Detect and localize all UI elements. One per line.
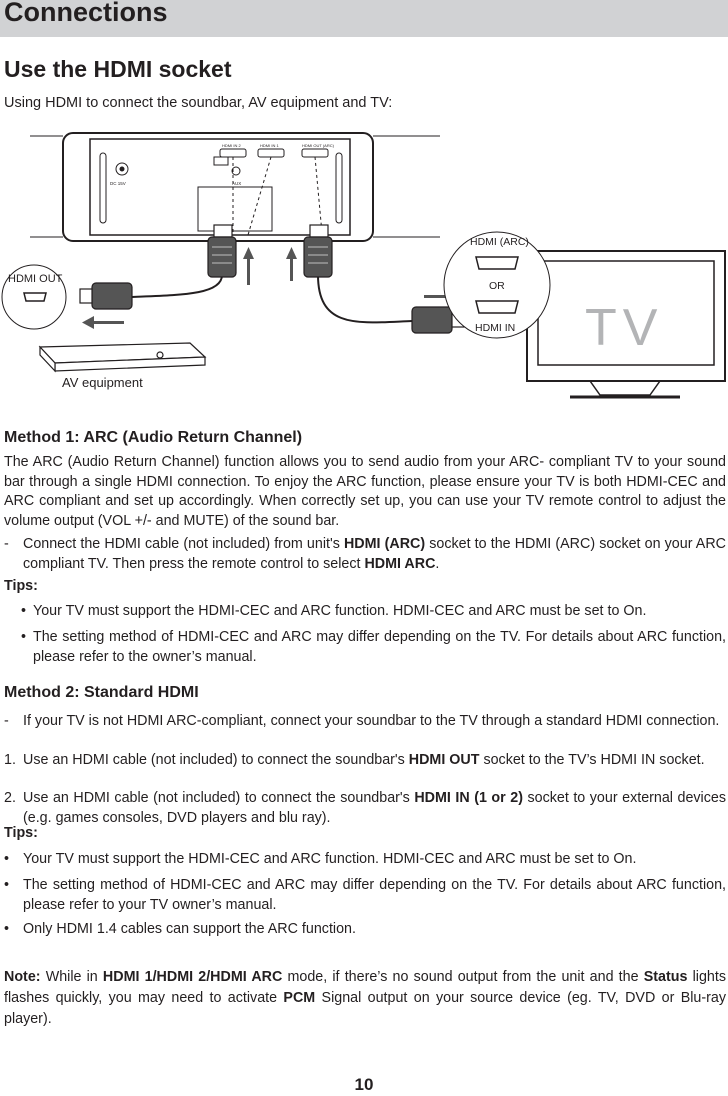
- method2-tips-label: Tips:: [4, 825, 38, 841]
- tv-label: TV: [585, 299, 663, 357]
- method1-title: Method 1: ARC (Audio Return Channel): [4, 429, 303, 446]
- av-equipment-label: AV equipment: [62, 375, 143, 390]
- page-title: Connections: [4, 0, 168, 27]
- method1-step: - Connect the HDMI cable (not included) …: [4, 536, 726, 572]
- method1-tips-label: Tips:: [4, 578, 38, 594]
- dash-marker: -: [4, 536, 9, 552]
- method2-intro: - If your TV is not HDMI ARC-compliant, …: [4, 713, 720, 729]
- method1-tip: • Your TV must support the HDMI-CEC and …: [21, 603, 647, 619]
- section-title: Use the HDMI socket: [4, 56, 232, 82]
- hdmi-out-callout: [1, 264, 67, 330]
- header-bar: Connections: [0, 0, 728, 37]
- method2-step-1: 1. Use an HDMI cable (not included) to c…: [4, 752, 705, 768]
- soundbar-rear-panel: [30, 132, 440, 242]
- method1-tip: • The setting method of HDMI-CEC and ARC…: [21, 629, 726, 665]
- note-label: Note:: [4, 969, 41, 985]
- page-number: 10: [354, 1075, 374, 1094]
- hdmi-arc-callout: [443, 231, 551, 339]
- arrow-left-icon: [82, 316, 124, 329]
- method2-tip: • Your TV must support the HDMI-CEC and …: [4, 851, 637, 867]
- hdmi-cable-tv: [317, 274, 413, 324]
- method2-tip: • The setting method of HDMI-CEC and ARC…: [4, 877, 726, 913]
- hdmi-out-label: HDMI OUT: [8, 273, 63, 285]
- note-paragraph: Note: While in HDMI 1/HDMI 2/HDMI ARC mo…: [4, 969, 726, 1027]
- connection-diagram: DC 15V AUX HDMI IN 2 HDMI IN 1 HDMI OUT …: [1, 132, 726, 399]
- hdmi-arc-bold: HDMI (ARC): [343, 536, 426, 552]
- hdmi-arc-label: HDMI (ARC): [470, 236, 529, 248]
- or-label: OR: [489, 280, 505, 292]
- aux-label: AUX: [232, 181, 241, 186]
- hdmi-plug-av: [79, 282, 133, 310]
- hdmi-plug-right: [303, 224, 333, 278]
- method2-title: Method 2: Standard HDMI: [4, 684, 199, 701]
- section-intro: Using HDMI to connect the soundbar, AV e…: [4, 95, 393, 111]
- hdmi-in-label: HDMI IN: [475, 322, 515, 334]
- dc-input-label: DC 15V: [110, 181, 126, 186]
- port-label-hdmi-in-1: HDMI IN 1: [260, 143, 279, 148]
- hdmi-cable-av: [129, 274, 223, 298]
- arrow-up-icon: [243, 247, 297, 285]
- hdmi-arc-select-bold: HDMI ARC: [364, 555, 436, 572]
- method2-tip: • Only HDMI 1.4 cables can support the A…: [4, 921, 356, 937]
- method2-step-2: 2. Use an HDMI cable (not included) to c…: [4, 790, 726, 826]
- hdmi-plug-left: [207, 224, 237, 278]
- method1-paragraph: The ARC (Audio Return Channel) function …: [4, 454, 726, 529]
- port-label-hdmi-out-arc: HDMI OUT (ARC): [302, 143, 335, 148]
- av-equipment-icon: [38, 342, 207, 373]
- port-label-hdmi-in-2: HDMI IN 2: [222, 143, 241, 148]
